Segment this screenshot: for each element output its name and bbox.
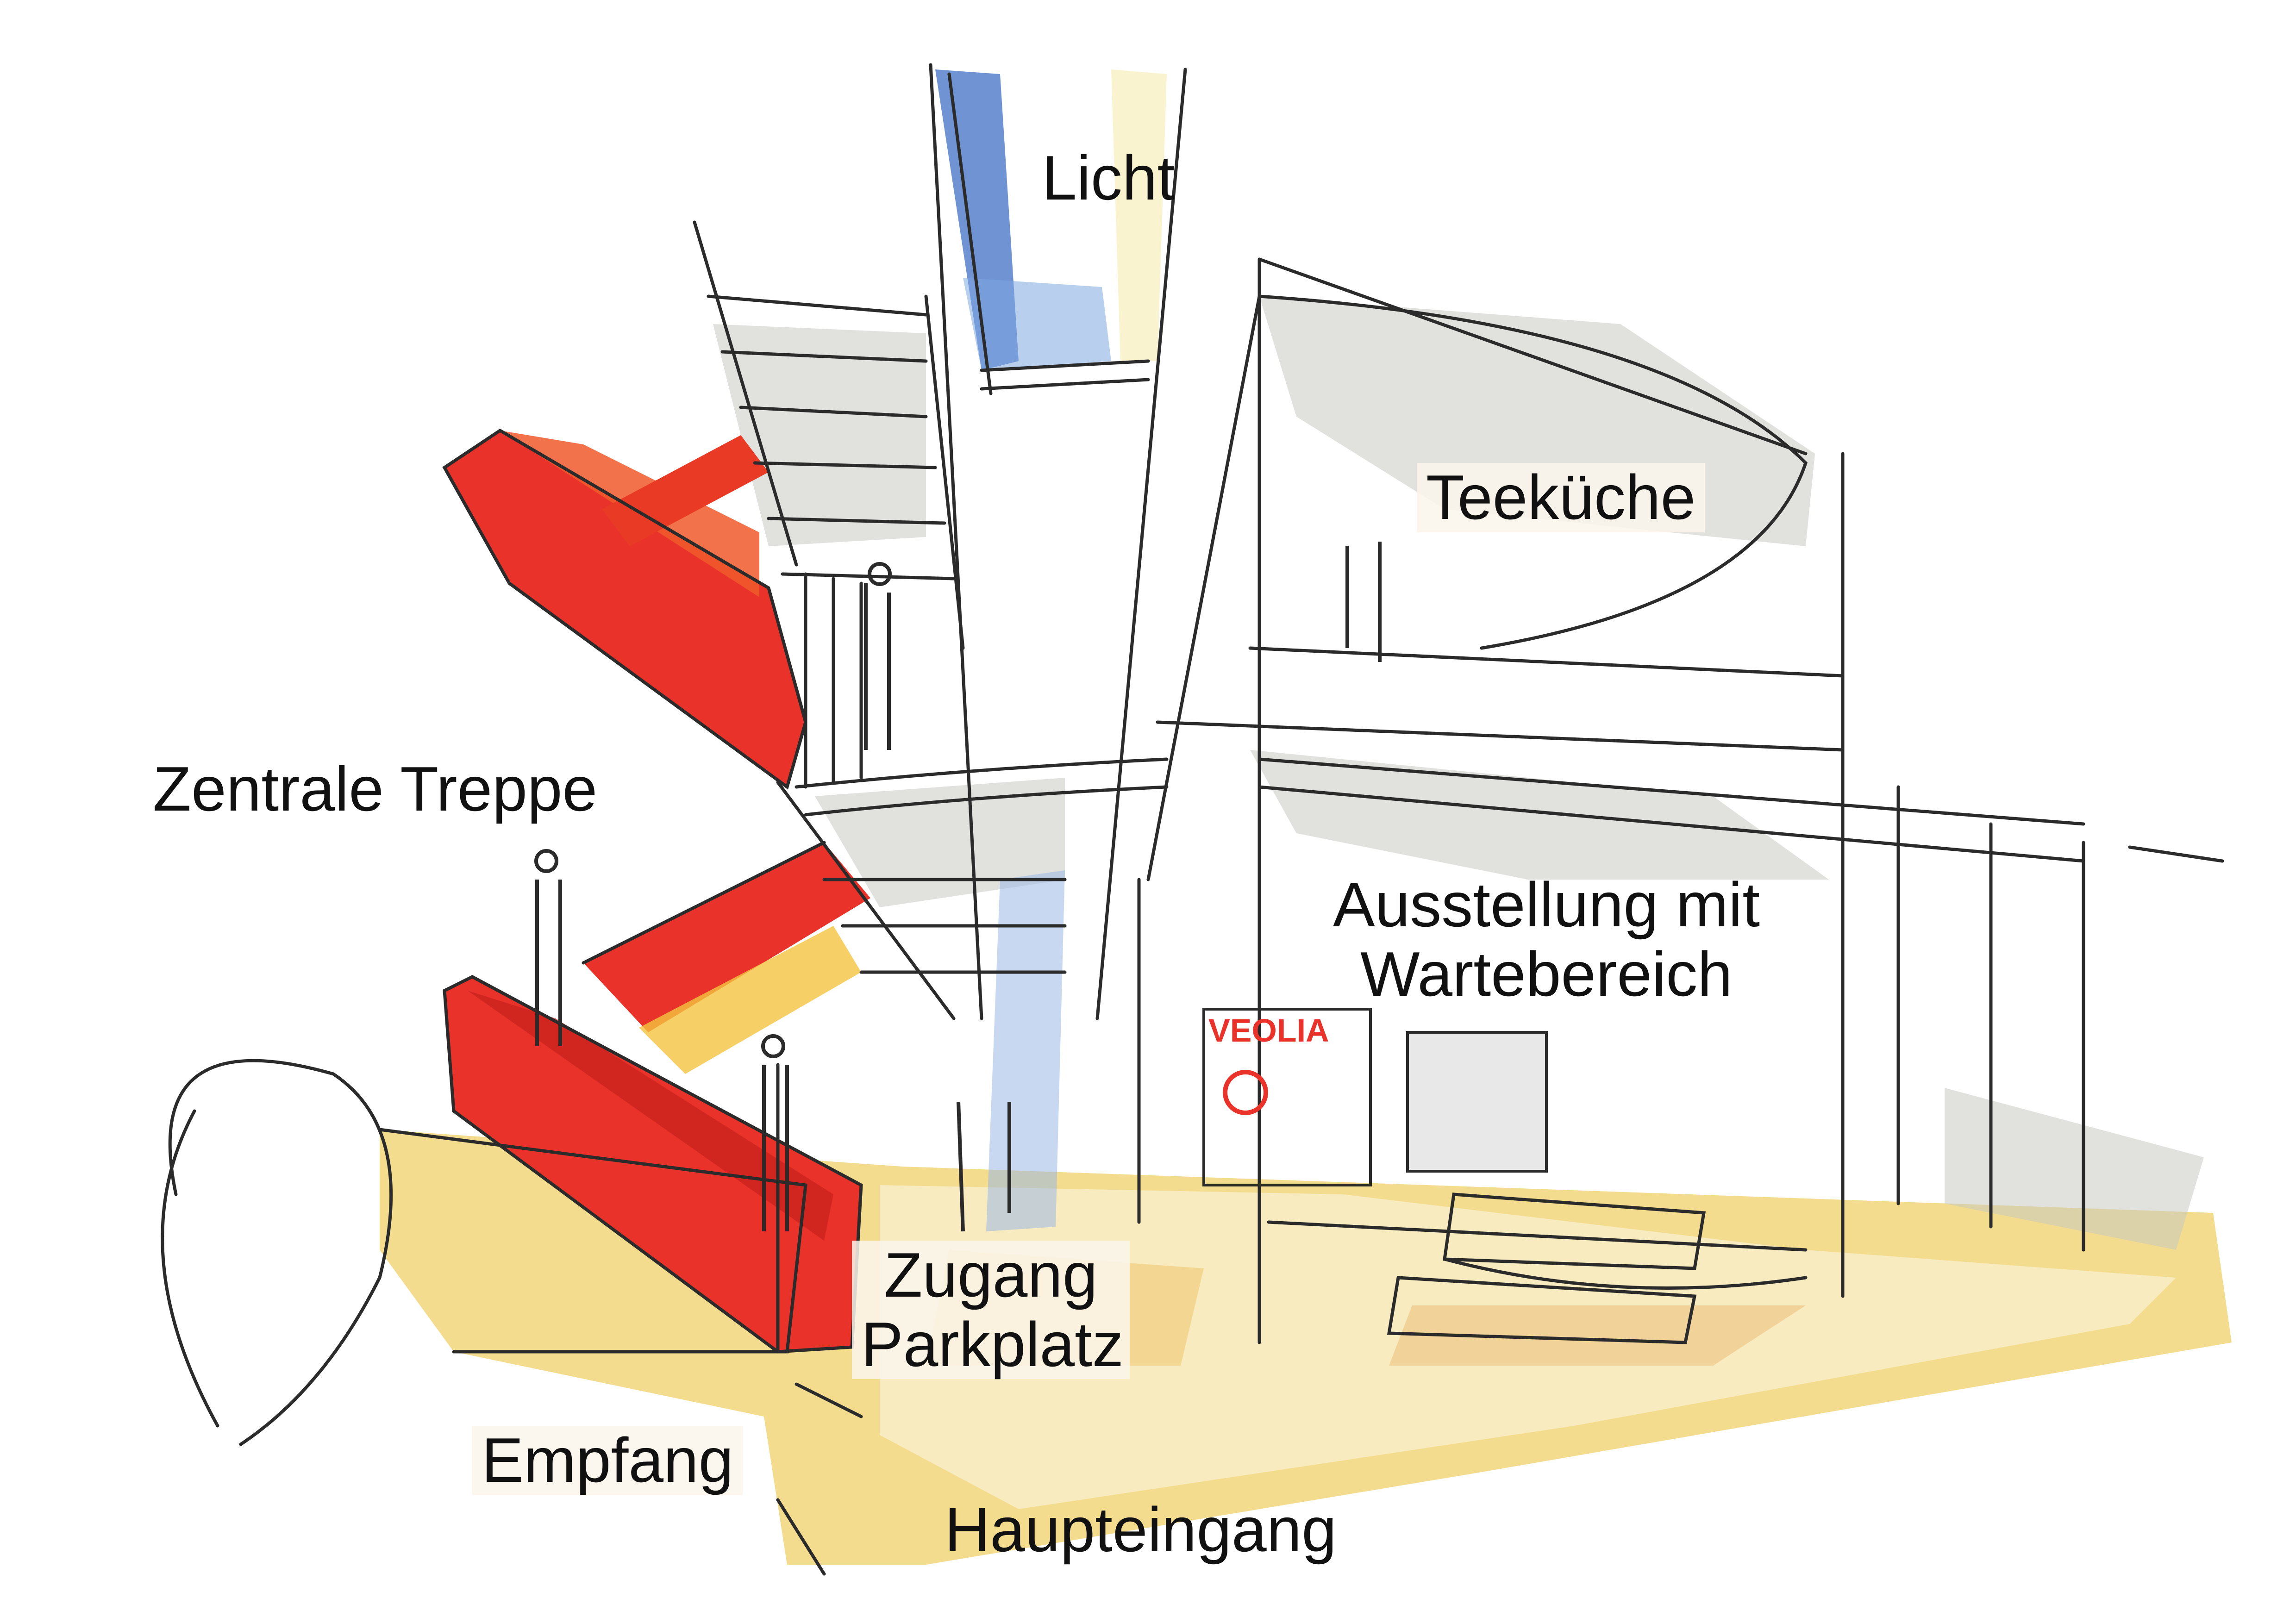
label-teekueche: Teeküche	[1417, 462, 1705, 532]
label-zugang-parkplatz: Zugang Parkplatz	[852, 1240, 1130, 1380]
sign-text: VEOLIA	[1208, 1012, 1329, 1049]
label-zugang-line1: Zugang	[884, 1240, 1098, 1310]
skylight	[935, 69, 1167, 1231]
label-empfang: Empfang	[472, 1425, 743, 1495]
label-licht: Licht	[1042, 143, 1175, 213]
label-zentrale-treppe: Zentrale Treppe	[153, 754, 598, 824]
label-ausstellung-line1: Ausstellung mit	[1333, 869, 1760, 940]
people-figures	[534, 542, 1382, 1232]
label-ausstellung: Ausstellung mit Wartebereich	[1306, 870, 1787, 1009]
exhibition-wall: VEOLIA	[1202, 1008, 1548, 1186]
label-haupteingang: Haupteingang	[945, 1494, 1337, 1565]
label-ausstellung-line2: Wartebereich	[1360, 938, 1733, 1009]
label-zugang-line2: Parkplatz	[861, 1309, 1124, 1380]
